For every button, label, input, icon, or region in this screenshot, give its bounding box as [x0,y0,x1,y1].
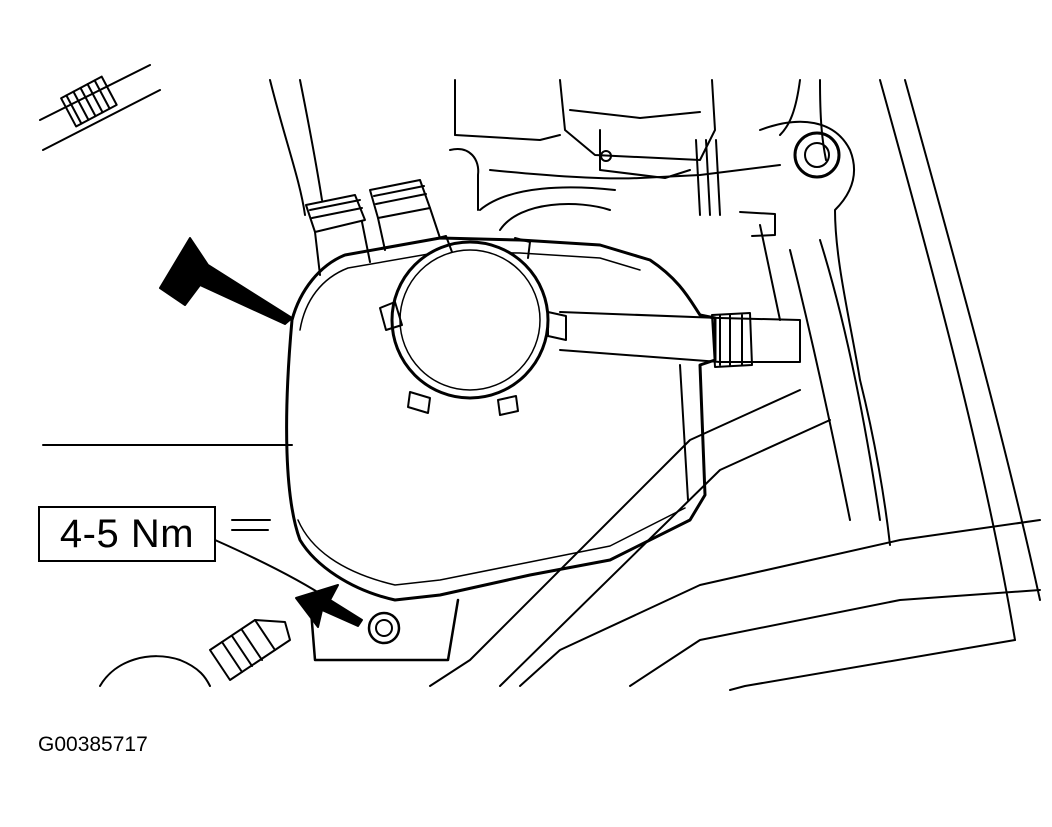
upper-components [449,79,841,321]
torque-spec-label: 4-5 Nm [38,506,216,562]
pointer-arrow-icon [159,237,363,628]
body-panel-lines [39,64,1041,691]
torque-spec-text: 4-5 Nm [59,511,195,556]
hose-clamp-icon [60,75,118,128]
lower-hose-connector [99,619,291,687]
figure-id-label: G00385717 [38,733,148,756]
mounting-bolt-icon [367,611,401,645]
filler-hoses [305,179,441,276]
reservoir-cap-icon [379,235,567,416]
